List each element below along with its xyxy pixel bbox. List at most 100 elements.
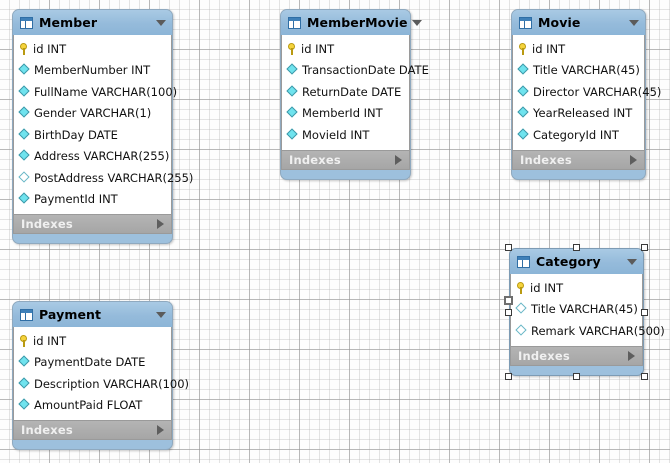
table-icon: [288, 16, 301, 29]
column-row[interactable]: AmountPaid FLOAT: [14, 395, 171, 417]
column-icon: [19, 129, 31, 141]
resize-handle-w[interactable]: [505, 308, 512, 316]
column-row[interactable]: id INT: [14, 330, 171, 352]
relationship-connector-handle[interactable]: [504, 296, 513, 305]
column-row[interactable]: MemberNumber INT: [14, 60, 171, 82]
table-header[interactable]: Payment: [13, 302, 172, 327]
column-row[interactable]: Gender VARCHAR(1): [14, 103, 171, 125]
column-row[interactable]: PostAddress VARCHAR(255): [14, 167, 193, 189]
column-row[interactable]: PaymentDate DATE: [14, 352, 171, 374]
indexes-label: Indexes: [518, 348, 570, 363]
column-row[interactable]: Address VARCHAR(255): [14, 146, 171, 168]
chevron-right-icon[interactable]: [157, 425, 164, 435]
resize-handle-nw[interactable]: [505, 244, 512, 251]
column-row[interactable]: Title VARCHAR(45): [513, 60, 644, 82]
chevron-right-icon[interactable]: [395, 154, 402, 165]
column-icon: [518, 107, 530, 119]
column-icon: [287, 129, 299, 141]
column-row[interactable]: BirthDay DATE: [14, 124, 171, 146]
er-table-member[interactable]: Member id INT MemberNumber INT FullName VAR…: [12, 9, 193, 244]
column-row[interactable]: TransactionDate DATE: [282, 60, 429, 82]
resize-handle-e[interactable]: [641, 308, 648, 316]
er-table-membermovie[interactable]: MemberMovie id INT TransactionDate DATE Ret…: [280, 9, 429, 180]
indexes-section-bar[interactable]: Indexes: [13, 214, 172, 234]
table-header[interactable]: Movie: [512, 10, 645, 35]
indexes-section-bar[interactable]: Indexes: [281, 149, 410, 170]
chevron-right-icon[interactable]: [630, 154, 637, 165]
chevron-down-icon[interactable]: [411, 19, 422, 26]
column-icon: [516, 303, 528, 315]
column-name-label: BirthDay DATE: [34, 127, 118, 142]
resize-handle-ne[interactable]: [641, 244, 648, 251]
column-row[interactable]: CategoryId INT: [513, 124, 644, 146]
column-name-label: ReturnDate DATE: [302, 84, 402, 99]
column-name-label: id INT: [33, 333, 67, 348]
column-row[interactable]: Title VARCHAR(45): [511, 299, 642, 321]
column-row[interactable]: id INT: [511, 277, 642, 299]
chevron-right-icon[interactable]: [628, 350, 635, 361]
column-name-label: id INT: [301, 41, 335, 56]
table-name-label: Category: [536, 254, 601, 269]
chevron-down-icon[interactable]: [156, 19, 166, 26]
column-icon: [287, 64, 299, 76]
column-name-label: FullName VARCHAR(100): [34, 84, 178, 99]
primary-key-icon: [516, 281, 527, 295]
indexes-label: Indexes: [21, 217, 73, 231]
column-row[interactable]: MovieId INT: [282, 124, 409, 146]
column-row[interactable]: PaymentId INT: [14, 189, 171, 211]
column-icon: [19, 64, 31, 76]
er-table-category[interactable]: Category id INT Title VARCHAR(45) Remark VA…: [509, 248, 665, 376]
column-row[interactable]: id INT: [513, 38, 644, 60]
indexes-section-bar[interactable]: Indexes: [13, 420, 172, 440]
resize-handle-se[interactable]: [641, 373, 648, 380]
column-icon: [287, 107, 299, 119]
column-name-label: PaymentId INT: [34, 192, 118, 207]
table-header[interactable]: Member: [13, 10, 172, 35]
chevron-down-icon[interactable]: [156, 311, 166, 318]
column-row[interactable]: MemberId INT: [282, 103, 409, 125]
column-name-label: PostAddress VARCHAR(255): [34, 170, 194, 185]
column-name-label: Title VARCHAR(45): [531, 302, 638, 317]
column-name-label: id INT: [33, 41, 67, 56]
column-row[interactable]: Remark VARCHAR(500): [511, 320, 665, 342]
column-row[interactable]: ReturnDate DATE: [282, 81, 409, 103]
table-name-label: Member: [39, 15, 98, 30]
indexes-section-bar[interactable]: Indexes: [512, 149, 645, 170]
resize-handle-n[interactable]: [573, 244, 580, 251]
column-name-label: id INT: [530, 280, 564, 295]
column-list: id INT MemberNumber INT FullName VARCHAR(1…: [13, 35, 193, 214]
column-name-label: AmountPaid FLOAT: [34, 398, 143, 413]
primary-key-icon: [19, 334, 30, 348]
column-icon: [516, 325, 528, 337]
indexes-section-bar[interactable]: Indexes: [510, 345, 643, 366]
column-name-label: MemberId INT: [302, 106, 383, 121]
column-icon: [518, 86, 530, 98]
column-row[interactable]: YearReleased INT: [513, 103, 644, 125]
resize-handle-s[interactable]: [573, 373, 580, 380]
column-row[interactable]: Description VARCHAR(100): [14, 373, 189, 395]
indexes-label: Indexes: [289, 152, 341, 167]
column-icon: [19, 172, 31, 184]
table-name-label: Payment: [39, 307, 102, 322]
resize-handle-sw[interactable]: [505, 373, 512, 380]
column-icon: [19, 107, 31, 119]
column-row[interactable]: id INT: [14, 38, 171, 60]
chevron-down-icon[interactable]: [627, 258, 637, 265]
column-name-label: Director VARCHAR(45): [533, 84, 662, 99]
chevron-down-icon[interactable]: [629, 19, 639, 26]
column-icon: [19, 356, 31, 368]
table-header[interactable]: Category: [510, 249, 643, 274]
column-row[interactable]: id INT: [282, 38, 409, 60]
indexes-label: Indexes: [21, 423, 73, 437]
column-icon: [19, 399, 31, 411]
chevron-right-icon[interactable]: [157, 219, 164, 229]
table-header[interactable]: MemberMovie: [281, 10, 422, 35]
column-name-label: TransactionDate DATE: [302, 63, 429, 78]
column-row[interactable]: FullName VARCHAR(100): [14, 81, 177, 103]
column-row[interactable]: Director VARCHAR(45): [513, 81, 661, 103]
